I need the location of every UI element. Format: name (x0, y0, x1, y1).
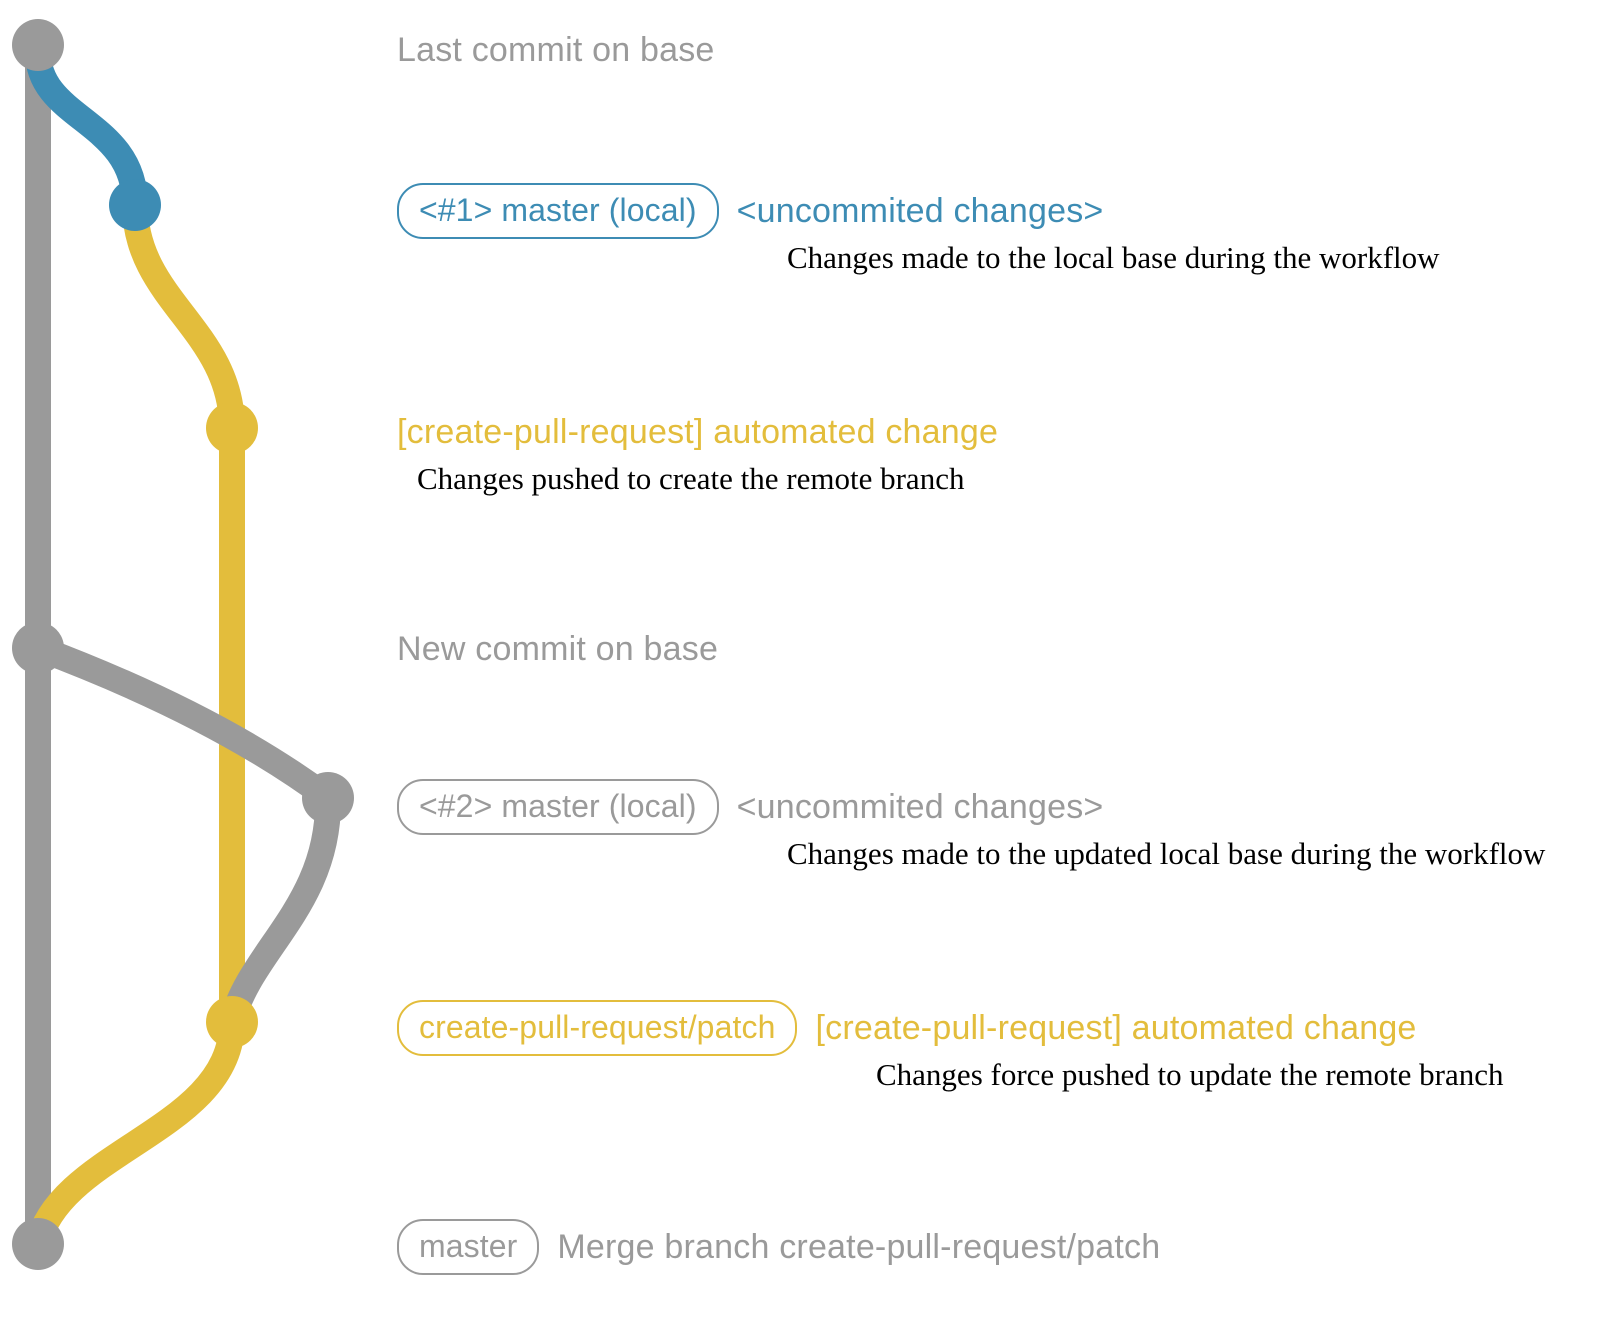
edge-base2-to-local2 (25, 635, 341, 811)
commit-row-automated-change-1: [create-pull-request] automated change (397, 412, 998, 452)
ref-badge-master-local-1[interactable]: <#1> master (local) (397, 183, 719, 239)
commit-note-master-local-2: Changes made to the updated local base d… (787, 836, 1546, 871)
commit-row-last-commit-on-base: Last commit on base (397, 30, 715, 70)
commit-row-merge-commit: master Merge branch create-pull-request/… (397, 1219, 1160, 1275)
commit-nodes (12, 19, 354, 1270)
edge-local1-to-patch1 (122, 192, 245, 441)
edge-local2-to-patch2 (219, 785, 342, 1035)
commit-row-master-local-1: <#1> master (local) <uncommited changes> (397, 183, 1103, 239)
commit-subject-master-local-2: <uncommited changes> (736, 788, 1104, 826)
commit-subject-automated-change-2: [create-pull-request] automated change (815, 1009, 1417, 1047)
commit-node-patch-2[interactable] (206, 996, 258, 1048)
commit-subject-master-local-1: <uncommited changes> (736, 192, 1104, 230)
commit-node-merge-base[interactable] (12, 1218, 64, 1270)
commit-note-master-local-1: Changes made to the local base during th… (787, 240, 1440, 275)
commit-subject-last-commit-on-base: Last commit on base (397, 31, 715, 69)
ref-badge-create-pull-request-patch[interactable]: create-pull-request/patch (397, 1000, 798, 1056)
commit-row-master-local-2: <#2> master (local) <uncommited changes> (397, 779, 1103, 835)
edge-base-to-local1 (25, 39, 148, 218)
commit-node-patch-1[interactable] (206, 402, 258, 454)
commit-node-base-1[interactable] (12, 19, 64, 71)
ref-badge-master-local-2[interactable]: <#2> master (local) (397, 779, 719, 835)
commit-subject-new-commit-on-base: New commit on base (397, 630, 719, 668)
commit-node-local-2[interactable] (302, 772, 354, 824)
commit-subject-automated-change-1: [create-pull-request] automated change (397, 413, 999, 451)
commit-row-new-commit-on-base: New commit on base (397, 629, 718, 669)
commit-subject-merge-commit: Merge branch create-pull-request/patch (557, 1228, 1161, 1266)
edge-patch2-to-merge (25, 1009, 245, 1257)
commit-node-local-1[interactable] (109, 179, 161, 231)
commit-node-base-2[interactable] (12, 622, 64, 674)
commit-note-automated-change-2: Changes force pushed to update the remot… (876, 1057, 1504, 1092)
ref-badge-master[interactable]: master (397, 1219, 540, 1275)
commit-row-automated-change-2: create-pull-request/patch [create-pull-r… (397, 1000, 1417, 1056)
commit-note-automated-change-1: Changes pushed to create the remote bran… (417, 461, 965, 496)
